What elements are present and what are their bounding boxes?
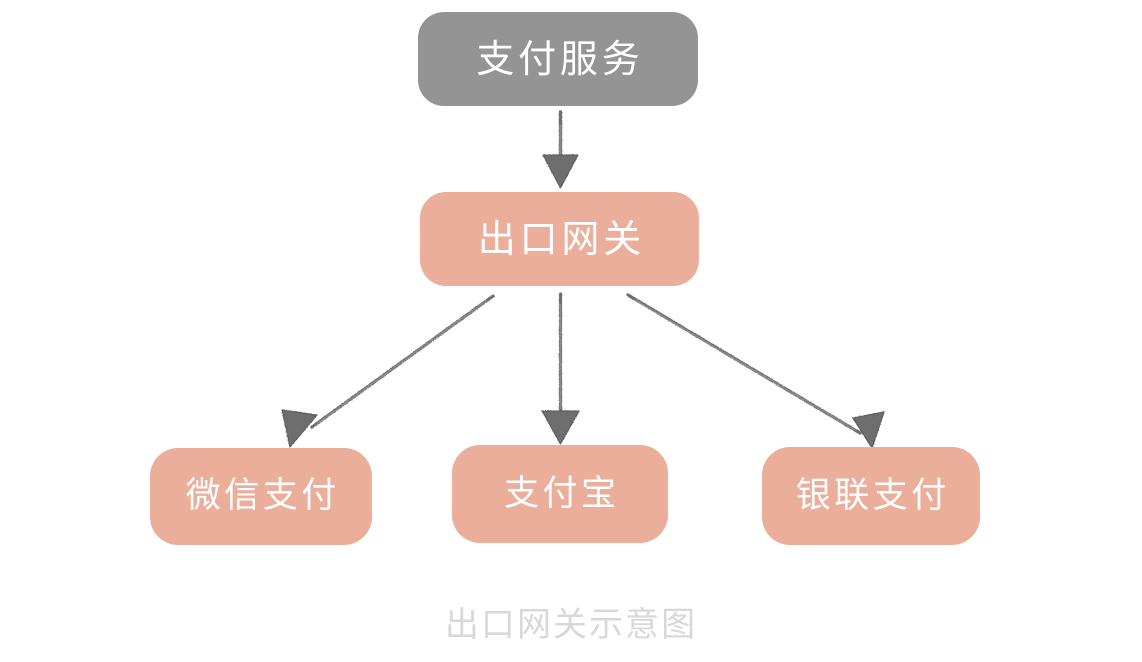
node-egress-gateway-label: 出口网关: [477, 217, 645, 261]
node-alipay-label: 支付宝: [503, 473, 620, 514]
edge-gateway-to-wechat: [281, 294, 495, 448]
node-unionpay-label: 银联支付: [795, 475, 950, 516]
node-alipay[interactable]: 支付宝: [452, 445, 668, 543]
node-payment-service[interactable]: 支付服务: [418, 12, 698, 106]
node-unionpay[interactable]: 银联支付: [762, 447, 980, 545]
node-payment-service-label: 支付服务: [476, 37, 644, 81]
node-egress-gateway[interactable]: 出口网关: [420, 192, 699, 286]
node-wechat-pay[interactable]: 微信支付: [150, 448, 372, 545]
edge-gateway-to-unionpay: [626, 293, 885, 449]
node-wechat-pay-label: 微信支付: [185, 476, 340, 516]
edge-gateway-to-alipay: [541, 292, 580, 445]
diagram-caption: 出口网关示意图: [444, 605, 698, 645]
edge-service-to-gateway: [542, 110, 579, 189]
